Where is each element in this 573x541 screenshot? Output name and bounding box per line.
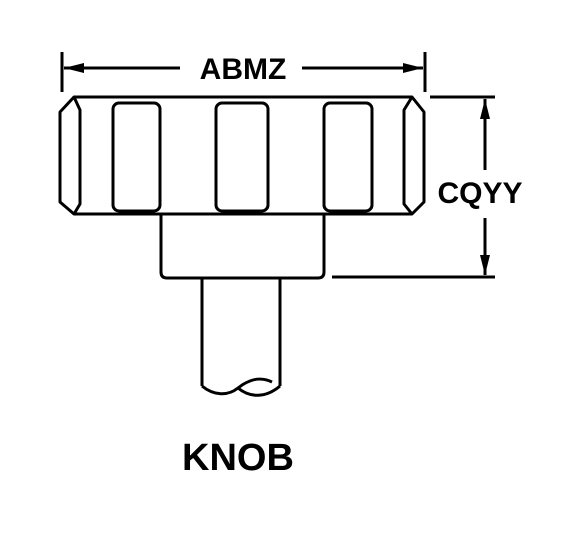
part-title: KNOB xyxy=(182,437,294,479)
height-dimension-label: CQYY xyxy=(437,177,522,210)
knob-shaft xyxy=(200,278,282,397)
knurl-ridge-1 xyxy=(111,101,162,213)
shaft-break-line xyxy=(201,377,273,396)
shaft-break-line-lower xyxy=(237,384,281,397)
knurl-ridge-2 xyxy=(214,101,270,213)
width-dimension xyxy=(60,52,427,92)
knob-head xyxy=(58,95,426,216)
knob-head-outline xyxy=(58,95,426,216)
width-dimension-label: ABMZ xyxy=(200,53,287,86)
knob-head-chamfer-right xyxy=(402,96,414,215)
height-dimension xyxy=(332,95,495,279)
knurl-ridge-3 xyxy=(322,101,374,213)
knob-head-chamfer-left xyxy=(72,96,82,215)
knob-hub xyxy=(159,214,326,280)
